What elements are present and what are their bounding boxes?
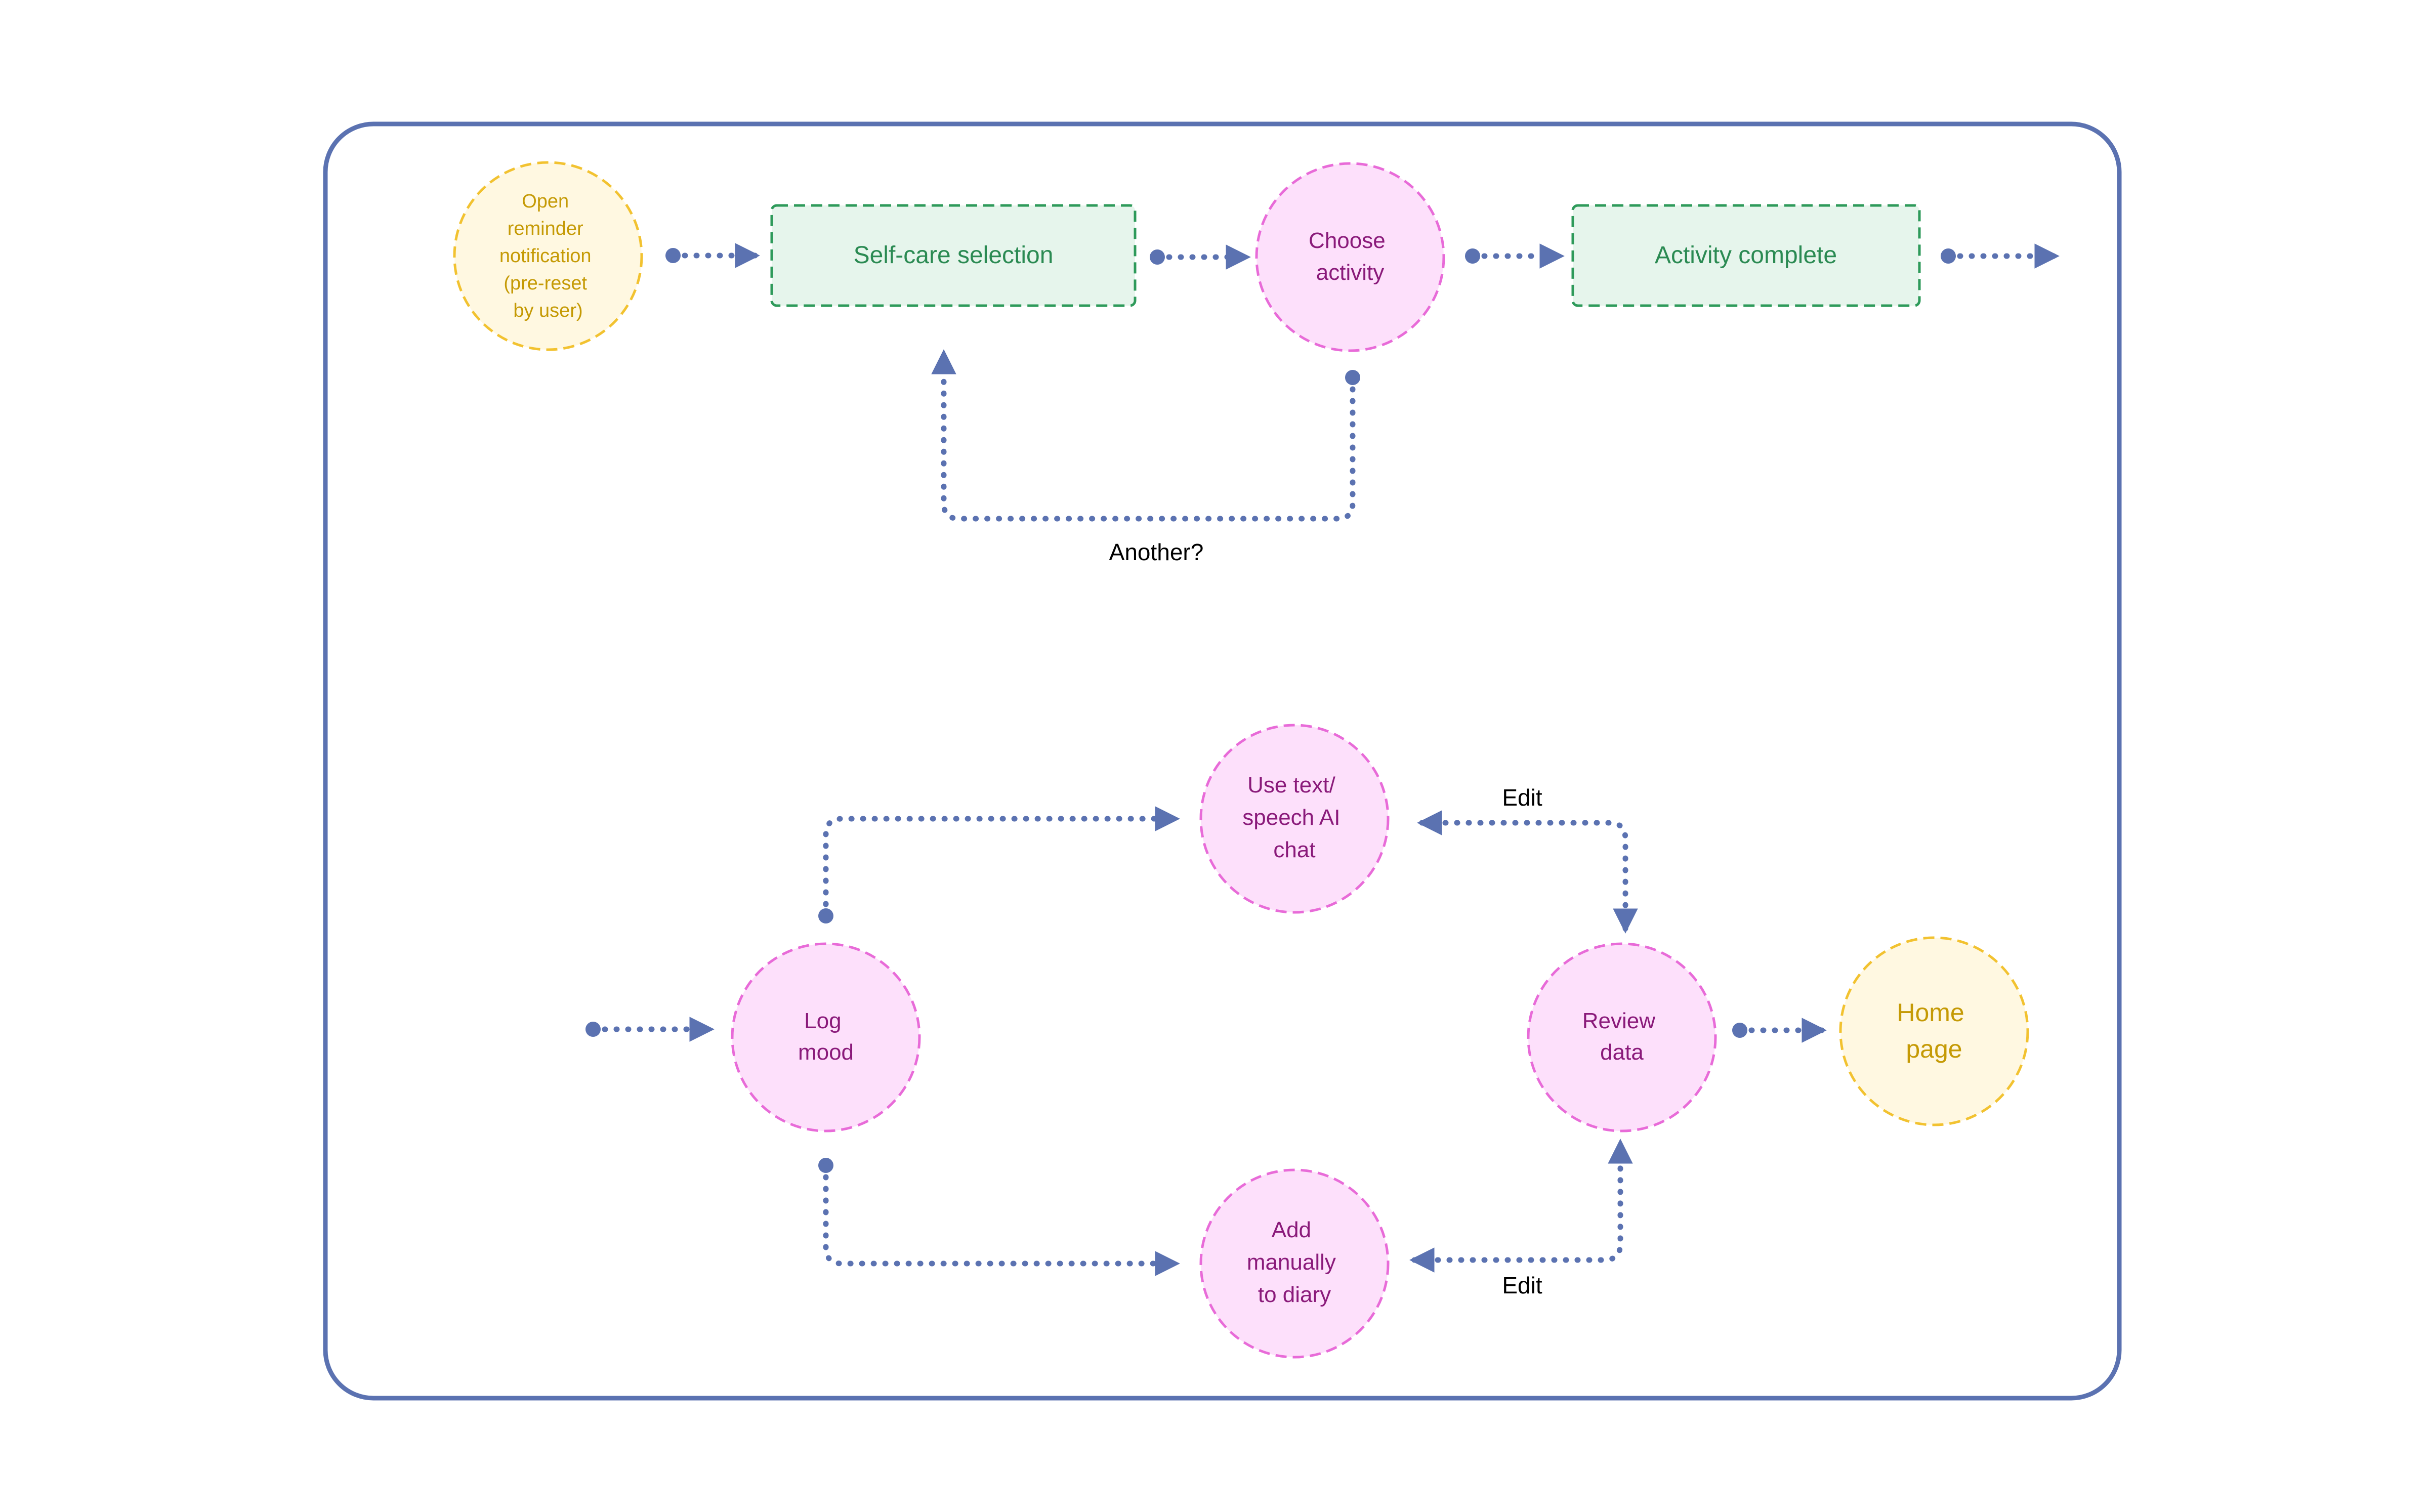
connector-review-to-home [1732, 1018, 1827, 1043]
node-self-care-selection: Self-care selection [770, 204, 1137, 307]
connector-choose-to-complete [1465, 243, 1565, 269]
svg-text:Review data: Review data [1582, 1009, 1662, 1065]
svg-text:Self-care selection: Self-care selection [854, 242, 1054, 269]
svg-text:Open reminder noti: Open reminder notification (pre-reset by… [499, 191, 597, 321]
node-use-text-speech-chat: Use text/ speech AI chat [1199, 724, 1390, 914]
svg-text:Log mood: Log mood [798, 1009, 854, 1065]
node-activity-complete: Activity complete [1571, 204, 1921, 307]
connector-log-to-chat [818, 806, 1180, 923]
connector-log-to-diary [818, 1158, 1180, 1276]
svg-text:Use text/ speech AI: Use text/ speech AI chat [1242, 773, 1347, 862]
svg-text:Choose activity: Choose activity [1309, 228, 1392, 285]
svg-text:Home page: Home page [1897, 998, 1971, 1063]
node-open-reminder: Open reminder notification (pre-reset by… [453, 161, 643, 351]
node-add-manually-to-diary: Add manually to diary [1199, 1168, 1390, 1359]
connector-loop-another [931, 349, 1360, 522]
node-choose-activity: Choose activity [1255, 162, 1445, 352]
connector-diary-review-edit [1409, 1139, 1633, 1273]
svg-text:Activity complete: Activity complete [1655, 242, 1837, 269]
node-log-mood: Log mood [731, 942, 921, 1132]
connector-self-care-to-choose [1150, 244, 1251, 270]
connector-chat-review-edit [1417, 810, 1638, 934]
connector-start-to-self-care [665, 243, 760, 268]
node-home-page: Home page [1839, 936, 2029, 1126]
edge-label-edit-top: Edit [1502, 784, 1542, 811]
svg-text:Add manually to di: Add manually to diary [1247, 1217, 1342, 1307]
diagram-frame [323, 121, 2122, 1401]
edge-label-another: Another? [1109, 539, 1204, 565]
connector-complete-to-exit [1941, 243, 2060, 269]
edge-label-edit-bottom: Edit [1502, 1272, 1542, 1298]
node-review-data: Review data [1527, 942, 1717, 1132]
connector-entry-to-log-mood [585, 1017, 715, 1042]
